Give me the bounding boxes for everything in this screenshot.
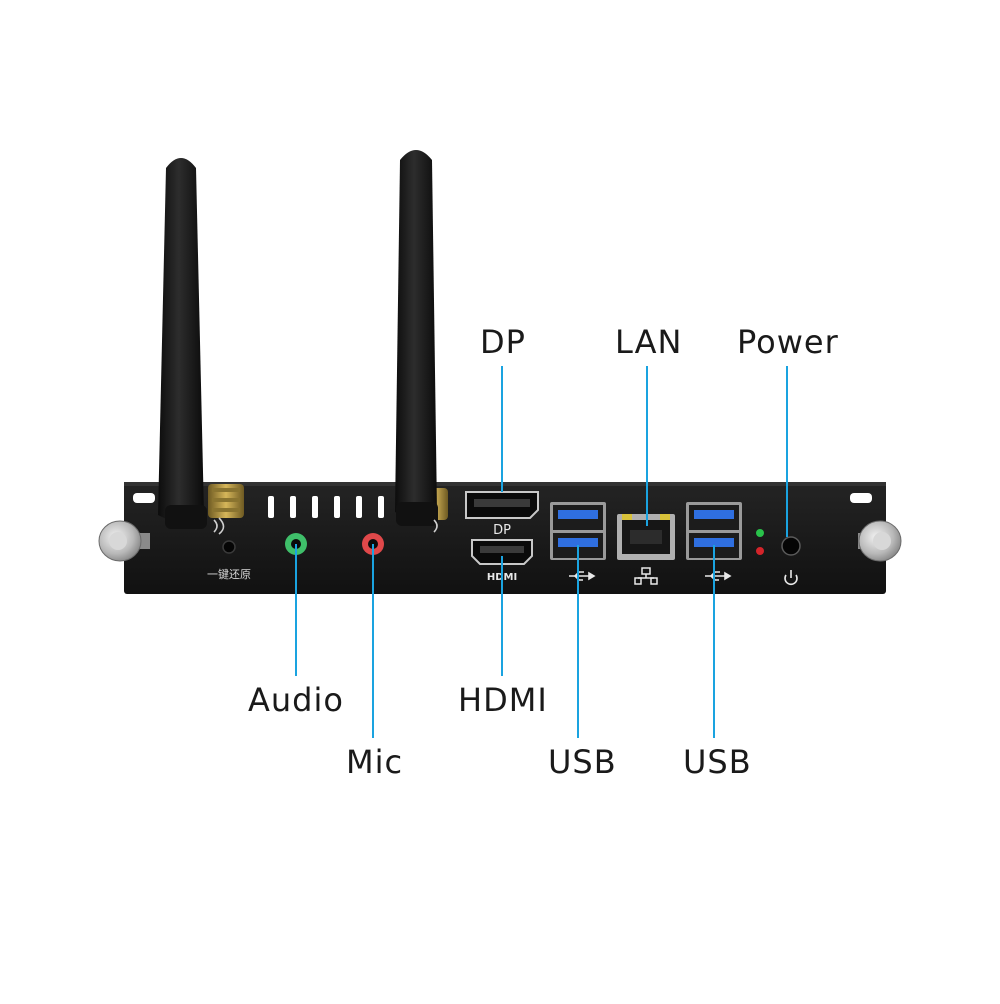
power-button[interactable] bbox=[781, 536, 801, 556]
reset-label: 一键还原 bbox=[207, 567, 251, 581]
callout-lan: LAN bbox=[615, 323, 683, 361]
callout-usb-left: USB bbox=[548, 743, 617, 781]
antenna-connector-left bbox=[208, 484, 244, 518]
status-led-green bbox=[756, 529, 764, 537]
lan-port[interactable] bbox=[617, 514, 675, 560]
callout-power: Power bbox=[737, 323, 839, 361]
dp-port[interactable] bbox=[465, 491, 539, 519]
callout-hdmi: HDMI bbox=[458, 681, 548, 719]
status-led-red bbox=[756, 547, 764, 555]
right-thumb-screw bbox=[858, 520, 902, 562]
network-icon bbox=[634, 567, 658, 585]
callout-audio: Audio bbox=[248, 681, 344, 719]
left-thumb-screw bbox=[98, 520, 150, 562]
antenna-left bbox=[158, 158, 207, 529]
dp-port-label: DP bbox=[493, 523, 511, 538]
wifi-icon bbox=[213, 517, 438, 535]
antenna-right bbox=[395, 150, 438, 526]
vent-slots bbox=[268, 496, 384, 518]
leader-lines bbox=[295, 366, 788, 738]
reset-button[interactable] bbox=[222, 540, 236, 554]
callout-dp: DP bbox=[480, 323, 526, 361]
callout-mic: Mic bbox=[346, 743, 404, 781]
callout-usb-right: USB bbox=[683, 743, 752, 781]
power-icon bbox=[784, 570, 798, 586]
hdmi-port[interactable] bbox=[471, 539, 533, 565]
usb-stack-right[interactable] bbox=[686, 502, 742, 560]
